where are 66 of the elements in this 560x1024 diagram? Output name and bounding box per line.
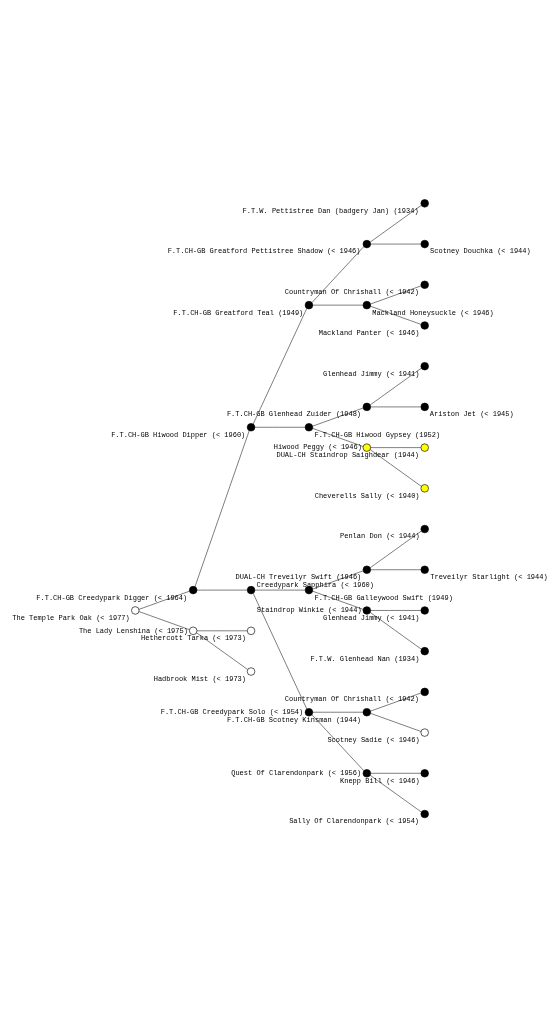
node-circle xyxy=(189,585,198,594)
node-circle xyxy=(420,483,429,492)
connector xyxy=(312,711,364,712)
connector xyxy=(312,427,364,447)
node-circle xyxy=(362,565,371,574)
connector xyxy=(138,590,190,610)
connector xyxy=(196,589,248,590)
node-circle xyxy=(420,524,429,533)
connector xyxy=(370,406,421,407)
node-circle xyxy=(189,626,198,635)
node-circle xyxy=(420,727,429,737)
node-circle xyxy=(304,707,314,716)
connector xyxy=(311,714,365,771)
connector xyxy=(196,630,248,631)
node-circle xyxy=(420,320,429,330)
connector xyxy=(369,367,422,405)
node-circle xyxy=(420,605,429,615)
connector xyxy=(370,285,422,304)
connector xyxy=(370,243,421,244)
node-circle xyxy=(246,585,256,594)
connector xyxy=(312,407,364,426)
connector xyxy=(254,589,306,590)
connector xyxy=(370,569,421,570)
connector xyxy=(252,592,307,709)
connector xyxy=(369,774,422,812)
node-circle xyxy=(362,605,371,615)
connector xyxy=(252,307,307,424)
connector xyxy=(312,304,364,305)
node-circle xyxy=(420,768,429,777)
node-circle xyxy=(131,605,140,615)
connector xyxy=(369,530,422,568)
node-circle xyxy=(420,198,429,207)
node-circle xyxy=(420,809,429,818)
connector xyxy=(312,590,364,610)
node-circle xyxy=(420,361,429,370)
node-circle xyxy=(246,422,256,431)
connector xyxy=(254,426,306,427)
connector xyxy=(370,712,422,732)
node-circle xyxy=(420,239,429,248)
node-circle xyxy=(420,687,429,696)
node-circle xyxy=(420,443,429,452)
node-circle xyxy=(246,666,256,676)
node-circle xyxy=(420,280,429,289)
connector xyxy=(370,772,421,774)
node-circle xyxy=(304,300,314,309)
node-circle xyxy=(362,239,371,248)
connector xyxy=(312,570,364,589)
node-circle xyxy=(420,646,429,655)
connector xyxy=(311,245,365,303)
node-circle xyxy=(420,402,429,411)
connector xyxy=(370,692,422,711)
connector xyxy=(370,609,421,611)
node-circle xyxy=(304,422,314,431)
node-circle xyxy=(362,707,371,716)
connector xyxy=(370,305,422,325)
node-circle xyxy=(362,768,371,777)
node-circle xyxy=(362,443,371,452)
connector xyxy=(369,448,422,487)
node-circle xyxy=(246,626,256,635)
connector xyxy=(369,611,422,649)
connector xyxy=(194,429,250,587)
connector xyxy=(369,204,422,242)
connector xyxy=(196,632,248,670)
node-circle xyxy=(420,565,429,574)
node-circle xyxy=(362,300,371,309)
node-circle xyxy=(362,402,371,411)
